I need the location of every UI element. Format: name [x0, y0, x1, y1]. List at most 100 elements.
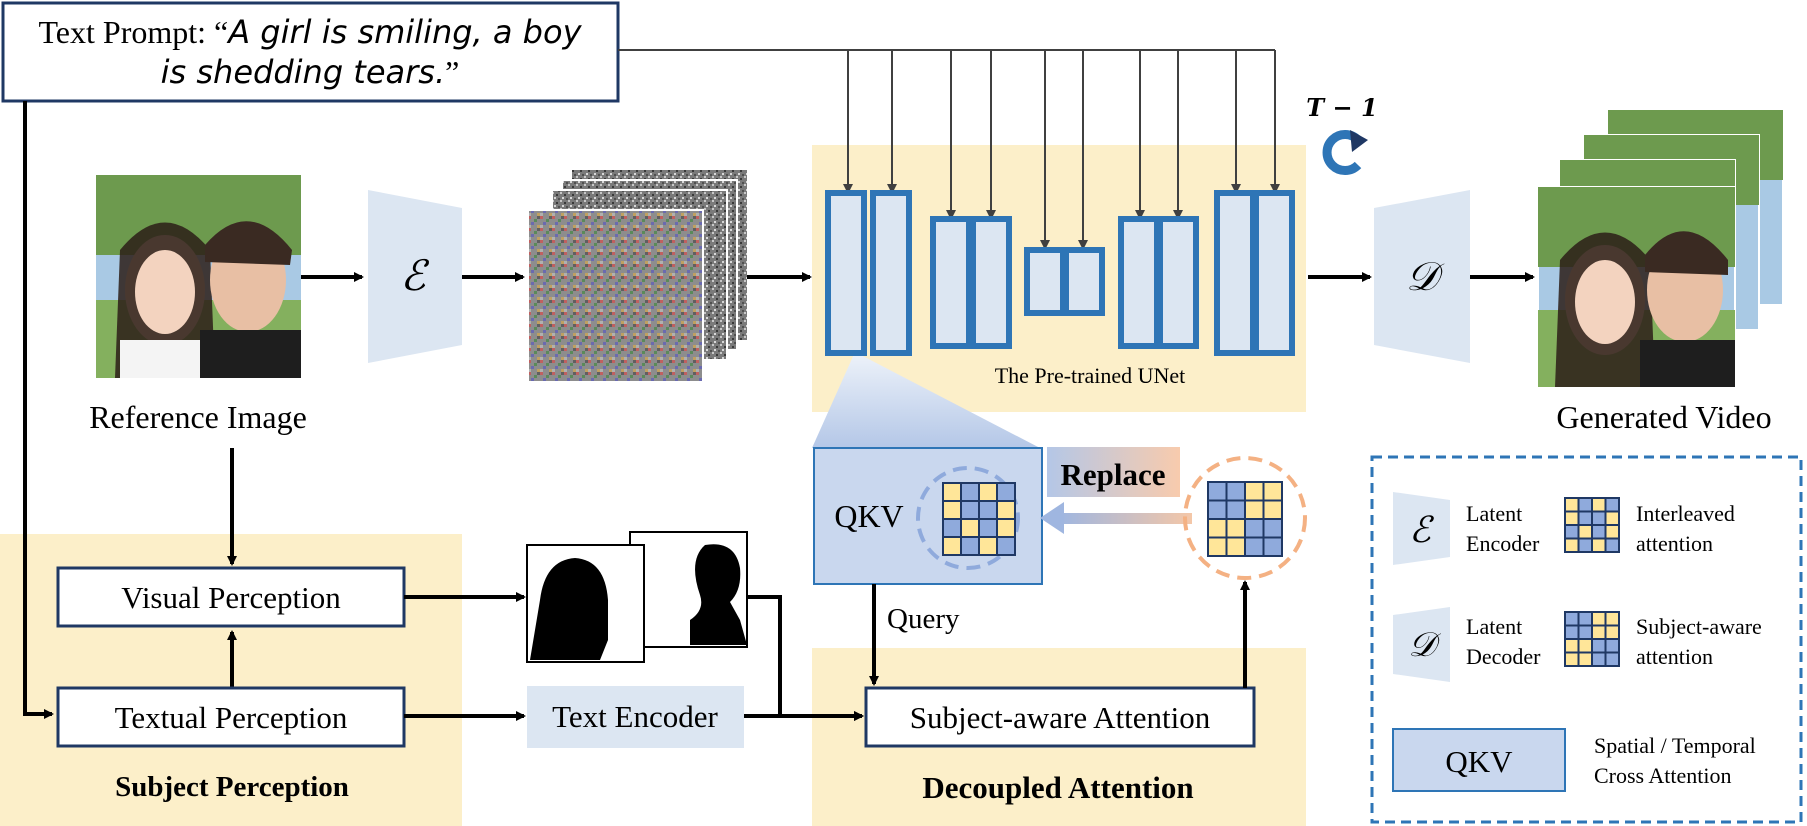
- grid-cell: [1564, 537, 1580, 553]
- grid-cell: [1604, 611, 1620, 627]
- prompt-line1: A girl is smiling, a boy: [226, 13, 582, 51]
- grid-cell: [960, 482, 980, 502]
- unet-block: [1024, 247, 1066, 316]
- grid-cell: [996, 536, 1016, 556]
- grid-cell: [1225, 481, 1246, 502]
- generated-frame: [1537, 186, 1736, 388]
- textual-perception-label: Textual Perception: [115, 700, 348, 735]
- grid-cell: [1604, 510, 1620, 526]
- text-prompt-box: Text Prompt: “A girl is smiling, a boy i…: [1, 1, 620, 103]
- grid-cell: [1604, 624, 1620, 640]
- legend-latent-encoder-line2: Encoder: [1466, 531, 1540, 556]
- grid-cell: [1262, 499, 1283, 520]
- textual-perception-box: Textual Perception: [56, 686, 406, 748]
- grid-cell: [942, 482, 962, 502]
- svg-text:is shedding tears.”: is shedding tears.”: [161, 53, 460, 91]
- timestep-label: T − 1: [1306, 93, 1377, 122]
- grid-cell: [1577, 611, 1593, 627]
- subject-aware-grid-group: [1183, 456, 1307, 580]
- legend-interleaved-line2: attention: [1636, 531, 1713, 556]
- legend-qkv-label: QKV: [1445, 744, 1513, 779]
- unet-block: [825, 190, 867, 356]
- grid-cell: [1591, 611, 1607, 627]
- text-encoder-label: Text Encoder: [552, 699, 718, 734]
- grid-cell: [1262, 481, 1283, 502]
- grid-cell: [1591, 510, 1607, 526]
- grid-cell: [960, 518, 980, 538]
- legend-interleaved-line1: Interleaved: [1636, 501, 1735, 526]
- grid-cell: [1207, 536, 1228, 557]
- svg-text:Text Prompt: “A girl is smilin: Text Prompt: “A girl is smiling, a boy: [38, 13, 582, 51]
- grid-cell: [1564, 524, 1580, 540]
- grid-cell: [1564, 638, 1580, 654]
- grid-cell: [942, 500, 962, 520]
- unet-block: [1157, 216, 1199, 349]
- qkv-box: QKV: [813, 447, 1043, 585]
- grid-cell: [1591, 651, 1607, 667]
- generated-video-stack: [1537, 109, 1784, 388]
- grid-cell: [1564, 611, 1580, 627]
- grid-cell: [1591, 624, 1607, 640]
- grid-cell: [1577, 497, 1593, 513]
- grid-cell: [942, 536, 962, 556]
- legend-subject-aware-line1: Subject-aware: [1636, 614, 1762, 639]
- grid-cell: [1244, 518, 1265, 539]
- legend-latent-decoder-line2: Decoder: [1466, 644, 1541, 669]
- unet-block: [1118, 216, 1160, 349]
- grid-cell: [1604, 524, 1620, 540]
- grid-cell: [960, 500, 980, 520]
- grid-cell: [1591, 638, 1607, 654]
- text-encoder-box: Text Encoder: [527, 686, 744, 748]
- grid-cell: [1591, 497, 1607, 513]
- prompt-line2: is shedding tears.: [161, 53, 446, 91]
- visual-perception-label: Visual Perception: [121, 580, 341, 615]
- qkv-label: QKV: [834, 498, 903, 534]
- grid-cell: [1244, 499, 1265, 520]
- boy-silhouette: [690, 544, 747, 645]
- grid-cell: [1577, 524, 1593, 540]
- generated-video-label: Generated Video: [1556, 399, 1771, 435]
- grid-cell: [1207, 499, 1228, 520]
- subject-masks: [526, 531, 748, 663]
- reference-image: [96, 175, 301, 378]
- query-label: Query: [887, 603, 960, 635]
- reference-image-label: Reference Image: [89, 399, 307, 435]
- grid-cell: [1207, 518, 1228, 539]
- grid-cell: [1577, 638, 1593, 654]
- subject-aware-attention-label: Subject-aware Attention: [910, 700, 1211, 735]
- grid-cell: [1591, 537, 1607, 553]
- grid-cell: [1577, 537, 1593, 553]
- unet-block: [1253, 190, 1295, 356]
- unet-block: [930, 216, 972, 349]
- legend-cross-line2: Cross Attention: [1594, 763, 1732, 788]
- grid-cell: [1591, 524, 1607, 540]
- subject-aware-attention-box: Subject-aware Attention: [864, 686, 1256, 748]
- grid-cell: [1225, 518, 1246, 539]
- unet-blocks: [825, 190, 1295, 356]
- grid-cell: [1207, 481, 1228, 502]
- interleaved-attention-grid: [942, 482, 1016, 556]
- grid-cell: [1577, 624, 1593, 640]
- subject-aware-attention-grid: [1207, 481, 1283, 557]
- grid-cell: [996, 518, 1016, 538]
- unet-block: [1063, 247, 1105, 316]
- visual-perception-box: Visual Perception: [56, 566, 406, 628]
- unet-label: The Pre-trained UNet: [995, 363, 1186, 388]
- prompt-close-quote: ”: [445, 54, 459, 90]
- grid-cell: [1564, 624, 1580, 640]
- decoupled-attention-title: Decoupled Attention: [922, 770, 1193, 805]
- subject-perception-title: Subject Perception: [115, 771, 349, 803]
- encoder-symbol: ℰ: [400, 251, 430, 300]
- decoder-block: 𝒟: [1374, 190, 1470, 363]
- grid-cell: [1604, 651, 1620, 667]
- replace-label-box: Replace: [1047, 447, 1180, 497]
- loop-icon: [1322, 130, 1368, 175]
- unet-block: [870, 190, 912, 356]
- grid-cell: [1262, 518, 1283, 539]
- grid-cell: [1244, 481, 1265, 502]
- grid-cell: [1564, 497, 1580, 513]
- legend-interleaved-grid: [1564, 497, 1620, 553]
- legend-cross-line1: Spatial / Temporal: [1594, 733, 1756, 758]
- grid-cell: [1604, 537, 1620, 553]
